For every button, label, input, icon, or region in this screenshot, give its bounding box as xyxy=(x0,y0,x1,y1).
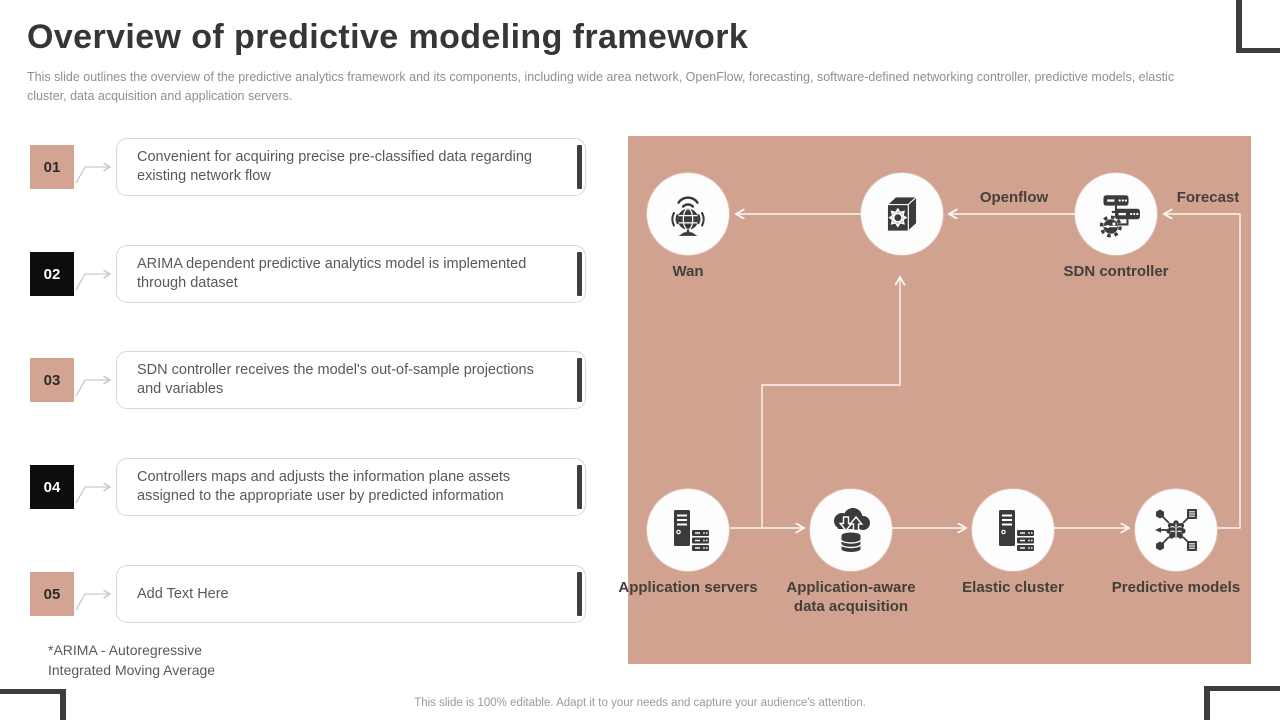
node-label-sdn-controller: SDN controller xyxy=(1063,263,1169,280)
corner-bracket-bottom-left xyxy=(0,689,66,720)
connector-arrow xyxy=(75,257,118,291)
step-number-badge: 02 xyxy=(30,252,74,296)
elastic-cluster-icon xyxy=(999,510,1034,551)
edge-label-forecast: Forecast xyxy=(1176,189,1240,206)
step-text: Add Text Here xyxy=(137,585,229,602)
step-text: Controllers maps and adjusts the informa… xyxy=(137,469,511,504)
node-label-application-servers: Application servers xyxy=(618,579,758,596)
cloud-data-acquisition-icon xyxy=(834,508,870,552)
page-title: Overview of predictive modeling framewor… xyxy=(27,18,749,56)
wan-globe-icon xyxy=(671,196,705,236)
node-application-servers xyxy=(647,489,729,571)
step-row-01: 01 Convenient for acquiring precise pre-… xyxy=(30,138,586,196)
node-predictive-models xyxy=(1135,489,1217,571)
node-label-wan: Wan xyxy=(672,263,704,280)
step-row-03: 03 SDN controller receives the model's o… xyxy=(30,351,586,409)
slide-subtitle: This slide outlines the overview of the … xyxy=(27,70,1175,104)
connector-arrow xyxy=(75,150,118,184)
step-textbox: Convenient for acquiring precise pre-cla… xyxy=(116,138,586,196)
node-sdn-controller xyxy=(1075,173,1157,255)
node-label-data-acquisition: Application-aware data acquisition xyxy=(786,579,916,615)
accent-bar xyxy=(577,145,582,189)
step-text: Convenient for acquiring precise pre-cla… xyxy=(137,149,532,184)
step-row-04: 04 Controllers maps and adjusts the info… xyxy=(30,458,586,516)
edge-label-openflow: Openflow xyxy=(979,189,1049,206)
step-number-badge: 04 xyxy=(30,465,74,509)
connector-arrow xyxy=(75,577,118,611)
step-number-badge: 05 xyxy=(30,572,74,616)
framework-diagram-panel: Openflow Forecast xyxy=(618,136,1251,664)
sdn-controller-gear-icon xyxy=(1099,195,1140,238)
connector-arrow xyxy=(75,470,118,504)
corner-bracket-top-right xyxy=(1236,0,1280,53)
connector-arrow xyxy=(75,363,118,397)
accent-bar xyxy=(577,465,582,509)
diagram-connector-lines xyxy=(730,136,1241,664)
step-textbox: ARIMA dependent predictive analytics mod… xyxy=(116,245,586,303)
accent-bar xyxy=(577,572,582,616)
step-textbox: SDN controller receives the model's out-… xyxy=(116,351,586,409)
node-data-acquisition xyxy=(810,489,892,571)
step-number-badge: 03 xyxy=(30,358,74,402)
editable-note: This slide is 100% editable. Adapt it to… xyxy=(414,697,866,709)
application-servers-icon xyxy=(674,510,709,551)
corner-bracket-bottom-right xyxy=(1204,686,1280,720)
step-text: SDN controller receives the model's out-… xyxy=(137,362,534,397)
accent-bar xyxy=(577,252,582,296)
step-text: ARIMA dependent predictive analytics mod… xyxy=(137,256,527,291)
accent-bar xyxy=(577,358,582,402)
node-wan xyxy=(647,173,729,255)
arima-footnote: *ARIMA - Autoregressive Integrated Movin… xyxy=(48,642,216,678)
step-row-05: 05 Add Text Here xyxy=(30,565,586,623)
step-textbox: Controllers maps and adjusts the informa… xyxy=(116,458,586,516)
step-number-badge: 01 xyxy=(30,145,74,189)
step-textbox-placeholder: Add Text Here xyxy=(116,565,586,623)
node-openflow-switch xyxy=(861,173,943,255)
node-label-predictive-models: Predictive models xyxy=(1111,579,1241,596)
step-row-02: 02 ARIMA dependent predictive analytics … xyxy=(30,245,586,303)
node-elastic-cluster xyxy=(972,489,1054,571)
predictive-models-brain-icon xyxy=(1155,509,1197,551)
node-label-elastic-cluster: Elastic cluster xyxy=(962,579,1064,596)
network-switch-cube-icon xyxy=(886,195,918,233)
